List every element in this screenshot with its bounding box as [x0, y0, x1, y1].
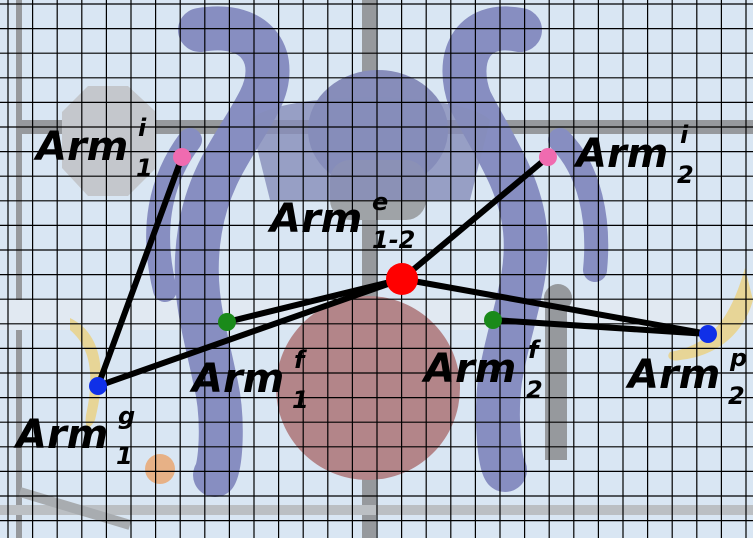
svg-text:g: g: [118, 402, 135, 430]
svg-text:p: p: [729, 344, 747, 372]
svg-text:1: 1: [292, 386, 309, 414]
svg-text:e: e: [372, 188, 388, 216]
svg-text:Arm: Arm: [573, 131, 668, 177]
svg-text:2: 2: [526, 376, 543, 404]
point-arm1-i: [173, 148, 191, 166]
svg-text:Arm: Arm: [33, 124, 128, 170]
svg-text:Arm: Arm: [421, 346, 516, 392]
point-arm2-i: [539, 148, 557, 166]
svg-text:1: 1: [136, 154, 153, 182]
svg-text:Arm: Arm: [267, 196, 362, 242]
point-arm12-e: [386, 263, 418, 295]
svg-text:2: 2: [677, 161, 694, 189]
svg-text:i: i: [138, 114, 147, 142]
point-arm1-g: [89, 377, 107, 395]
point-arm1-f: [218, 313, 236, 331]
point-arm2-f: [484, 311, 502, 329]
svg-text:1: 1: [116, 442, 133, 470]
point-arm2-p: [699, 325, 717, 343]
orange-object: [145, 454, 175, 484]
svg-text:Arm: Arm: [13, 412, 108, 458]
svg-text:Arm: Arm: [189, 356, 284, 402]
svg-text:i: i: [680, 121, 689, 149]
svg-text:2: 2: [728, 382, 745, 410]
svg-text:1-2: 1-2: [372, 226, 415, 254]
svg-text:Arm: Arm: [625, 352, 720, 398]
